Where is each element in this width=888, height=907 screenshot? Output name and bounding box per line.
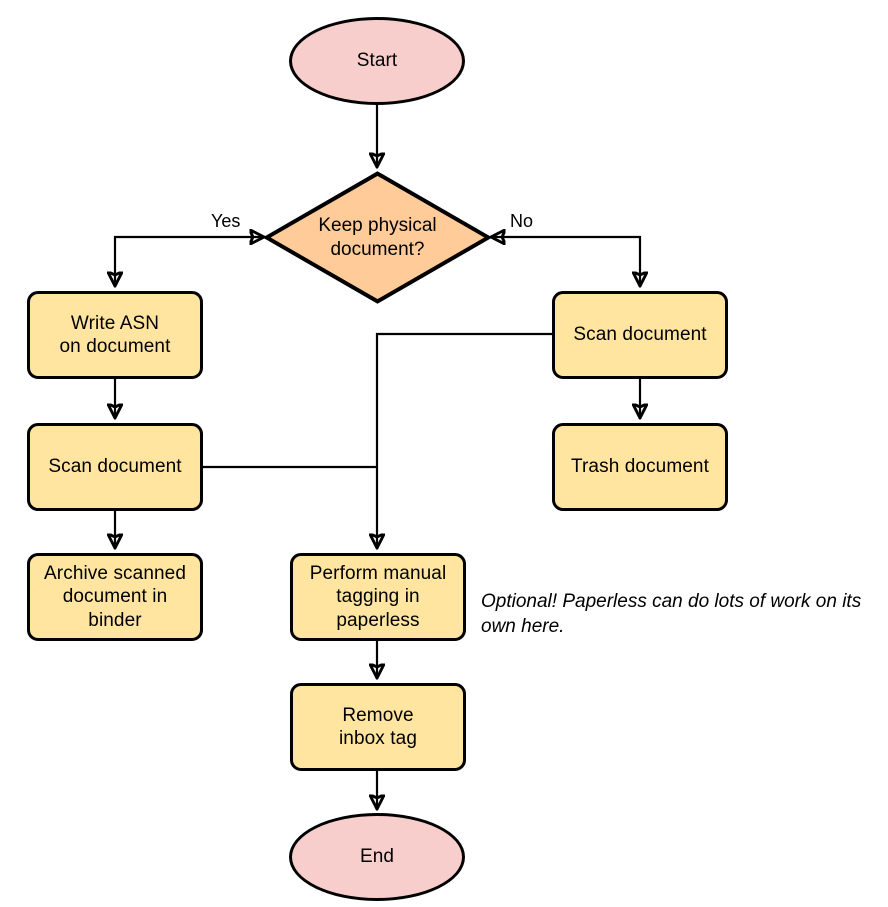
edge-decision-no-to-scan-right xyxy=(492,237,640,285)
edge-scan-right-to-manual-tagging xyxy=(377,332,552,547)
node-start[interactable]: Start xyxy=(289,17,465,105)
edge-label-no: No xyxy=(510,211,534,231)
node-remove-inbox-label: Remove inbox tag xyxy=(338,704,417,749)
annotation-optional-note: Optional! Paperless can do lots of work … xyxy=(481,591,862,637)
node-start-label: Start xyxy=(356,50,398,72)
node-end-label: End xyxy=(359,846,395,868)
node-remove-inbox-tag[interactable]: Remove inbox tag xyxy=(290,683,466,771)
node-scan-document-right[interactable]: Scan document xyxy=(552,291,728,379)
node-scan-right-label: Scan document xyxy=(573,324,707,346)
node-decision-keep-physical-document[interactable]: Keep physical document? xyxy=(264,171,491,304)
node-decision-label: Keep physical document? xyxy=(318,215,437,260)
node-write-asn-label: Write ASN on document xyxy=(59,312,171,357)
node-manual-tagging-label: Perform manual tagging in paperless xyxy=(309,563,447,631)
edge-decision-yes-to-write-asn xyxy=(115,237,263,285)
node-end[interactable]: End xyxy=(289,813,465,901)
node-trash-label: Trash document xyxy=(571,456,709,478)
node-archive-scanned-document-in-binder[interactable]: Archive scanned document in binder xyxy=(27,553,203,641)
node-scan-left-label: Scan document xyxy=(48,456,182,478)
decision-diamond-shape xyxy=(264,171,491,304)
node-trash-document[interactable]: Trash document xyxy=(552,423,728,511)
node-scan-document-left[interactable]: Scan document xyxy=(27,423,203,511)
edge-label-yes: Yes xyxy=(211,211,241,231)
node-archive-label: Archive scanned document in binder xyxy=(44,563,186,631)
node-perform-manual-tagging-in-paperless[interactable]: Perform manual tagging in paperless xyxy=(290,553,466,641)
node-write-asn-on-document[interactable]: Write ASN on document xyxy=(27,291,203,379)
